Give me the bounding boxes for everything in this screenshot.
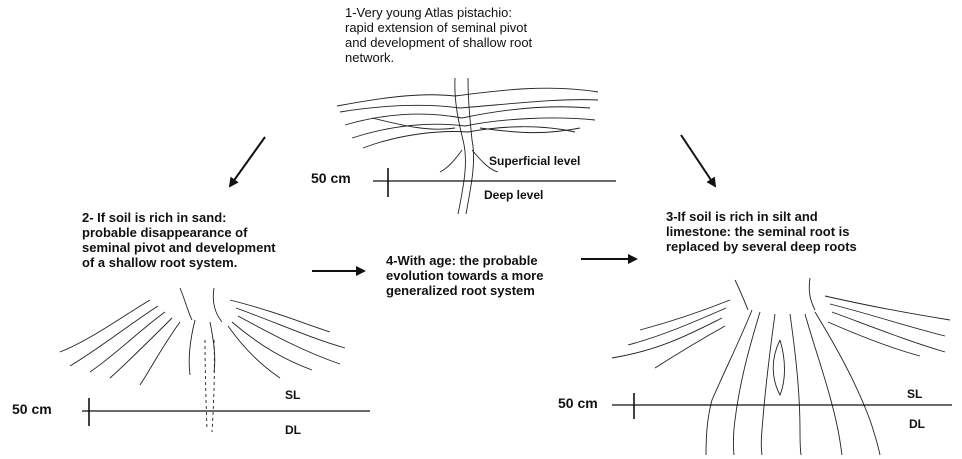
caption-line: generalized root system	[386, 283, 543, 298]
stage-two-scale-label: 50 cm	[12, 402, 52, 417]
stage-two-sl-label: SL	[285, 388, 300, 403]
stage-three-sl-label: SL	[907, 387, 922, 402]
caption-line: replaced by several deep roots	[666, 239, 857, 254]
arrow-to-stage-three	[681, 135, 715, 186]
stage-three-caption: 3-If soil is rich in silt and limestone:…	[666, 209, 857, 254]
stage-one-caption: 1-Very young Atlas pistachio: rapid exte…	[345, 5, 532, 65]
caption-line: network.	[345, 50, 532, 65]
stage-one-superficial-level-label: Superficial level	[489, 154, 580, 169]
stage-four-caption: 4-With age: the probable evolution towar…	[386, 253, 543, 298]
caption-line: probable disappearance of	[82, 225, 276, 240]
stage-three-root-drawing	[612, 278, 950, 455]
arrow-to-stage-two	[230, 137, 265, 186]
caption-line: 3-If soil is rich in silt and	[666, 209, 857, 224]
stage-two-caption: 2- If soil is rich in sand: probable dis…	[82, 210, 276, 270]
caption-line: and development of shallow root	[345, 35, 532, 50]
caption-line: rapid extension of seminal pivot	[345, 20, 532, 35]
caption-line: 2- If soil is rich in sand:	[82, 210, 276, 225]
caption-line: 4-With age: the probable	[386, 253, 543, 268]
caption-line: 1-Very young Atlas pistachio:	[345, 5, 532, 20]
stage-two-dl-label: DL	[285, 423, 301, 438]
stage-one-deep-level-label: Deep level	[484, 188, 543, 203]
stage-three-dl-label: DL	[909, 417, 925, 432]
stage-one-scale-label: 50 cm	[311, 171, 351, 186]
caption-line: of a shallow root system.	[82, 255, 276, 270]
stage-one-root-drawing	[337, 78, 598, 214]
stage-three-scale-label: 50 cm	[558, 396, 598, 411]
caption-line: seminal pivot and development	[82, 240, 276, 255]
caption-line: limestone: the seminal root is	[666, 224, 857, 239]
caption-line: evolution towards a more	[386, 268, 543, 283]
